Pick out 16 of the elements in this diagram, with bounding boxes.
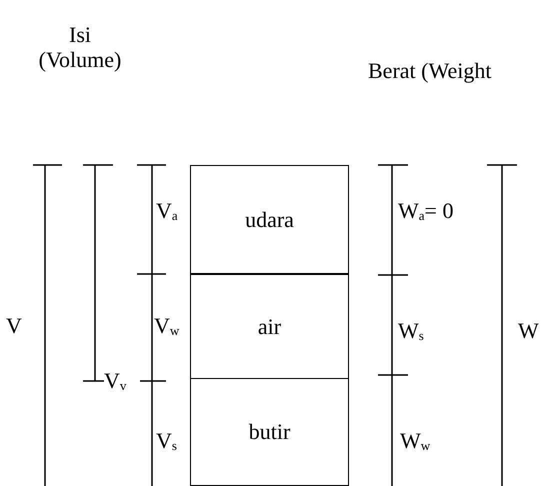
phase-box <box>190 165 349 275</box>
text-label: V$_{s}$ <box>156 428 177 454</box>
phase-label: air <box>258 314 282 340</box>
phase-box <box>190 273 349 380</box>
text-label: V$_{w}$ <box>154 313 180 339</box>
phase-box <box>190 378 349 486</box>
text-label: W$_{w}$ <box>400 428 430 454</box>
text-label: V$_{a}$ <box>156 198 178 224</box>
text-label: V <box>6 313 22 338</box>
text-label: W$_{s}$ <box>398 318 424 344</box>
phase-label: butir <box>248 419 290 445</box>
phase-label: udara <box>245 207 294 233</box>
text-label: Isi (Volume) <box>38 22 122 73</box>
text-label: W$_{a}$= 0 <box>398 198 454 224</box>
text-label: Berat (Weight <box>368 58 492 84</box>
text-label: W <box>518 318 539 344</box>
